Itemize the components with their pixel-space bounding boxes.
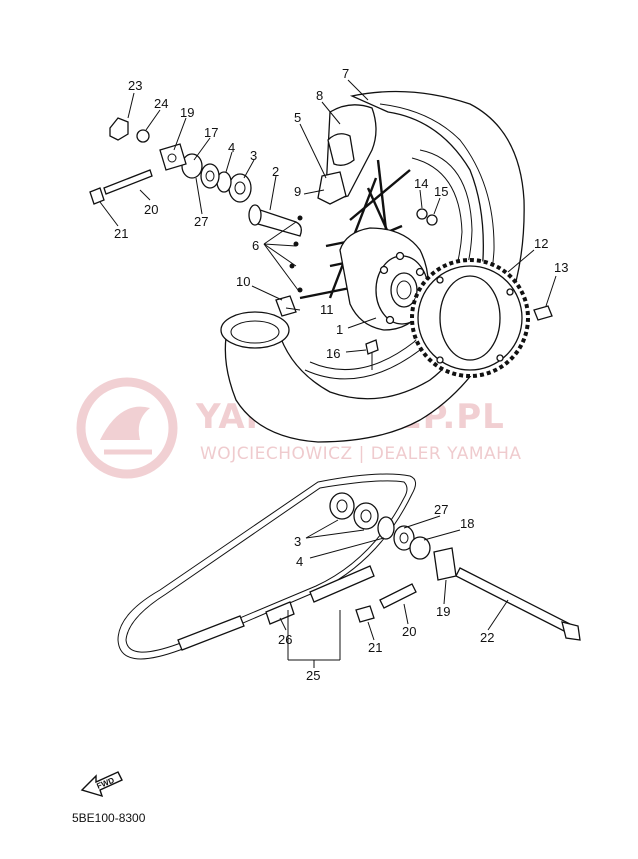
callout-21-lower: 21 <box>368 640 382 655</box>
callout-20: 20 <box>144 202 158 217</box>
axle-parts-lower <box>329 492 581 641</box>
watermark-dealer: WOJCIECHOWICZ | DEALER YAMAHA <box>200 444 522 464</box>
chain-puller-icon <box>433 547 457 581</box>
callout-labels: 23 24 19 17 4 3 2 5 8 7 9 6 10 11 1 16 1… <box>114 66 568 683</box>
diagram-code: 5BE100-8300 <box>72 811 146 825</box>
rear-axle-icon <box>455 567 571 633</box>
callout-25: 25 <box>306 668 320 683</box>
bearing-icon <box>228 173 252 203</box>
callout-27: 27 <box>194 214 208 229</box>
callout-3-lower: 3 <box>294 534 301 549</box>
watermark-logo-icon <box>76 377 178 479</box>
drive-chain <box>117 473 416 660</box>
callout-27-lower: 27 <box>434 502 448 517</box>
callout-17: 17 <box>204 125 218 140</box>
tire-section-cut <box>220 311 290 349</box>
callout-5: 5 <box>294 110 301 125</box>
callout-14: 14 <box>414 176 428 191</box>
fwd-label: FWD <box>95 776 115 791</box>
callout-9: 9 <box>294 184 301 199</box>
fwd-arrow-icon: FWD <box>80 771 123 798</box>
callout-16: 16 <box>326 346 340 361</box>
leader-lines-upper <box>99 79 557 353</box>
callout-19-lower: 19 <box>436 604 450 619</box>
bracket-icon <box>275 295 297 317</box>
callout-12: 12 <box>534 236 548 251</box>
callout-11: 11 <box>320 302 334 317</box>
callout-8: 8 <box>316 88 323 103</box>
sprocket <box>410 258 530 378</box>
callout-4: 4 <box>228 140 235 155</box>
callout-1: 1 <box>336 322 343 337</box>
master-link-icon <box>265 601 295 625</box>
callout-21: 21 <box>114 226 128 241</box>
callout-10: 10 <box>236 274 250 289</box>
callout-26: 26 <box>278 632 292 647</box>
callout-7: 7 <box>342 66 349 81</box>
callout-4-lower: 4 <box>296 554 303 569</box>
leader-lines-lower <box>279 515 509 668</box>
callout-22: 22 <box>480 630 494 645</box>
chain-adjuster-icon <box>159 143 187 171</box>
callout-19: 19 <box>180 105 194 120</box>
callout-3: 3 <box>250 148 257 163</box>
callout-13: 13 <box>554 260 568 275</box>
axle-parts-upper <box>89 117 553 370</box>
chain-link-section <box>177 565 375 651</box>
axle-nut-icon <box>109 117 129 141</box>
valve-stem-icon <box>317 171 347 205</box>
callout-2: 2 <box>272 164 279 179</box>
rim-band-and-tube <box>317 104 377 205</box>
callout-20-lower: 20 <box>402 624 416 639</box>
callout-15: 15 <box>434 184 448 199</box>
callout-23: 23 <box>128 78 142 93</box>
callout-18: 18 <box>460 516 474 531</box>
callout-24: 24 <box>154 96 168 111</box>
callout-6: 6 <box>252 238 259 253</box>
adjust-bolt-icon <box>103 169 153 195</box>
